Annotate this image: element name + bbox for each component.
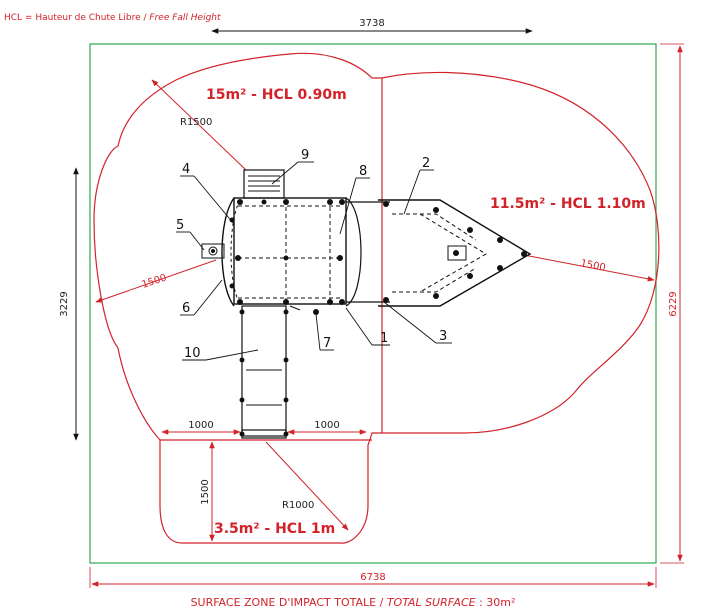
equipment-bolts (211, 199, 527, 437)
callout-7: 7 (323, 336, 331, 351)
svg-text:3738: 3738 (359, 18, 384, 29)
callout-6: 6 (182, 301, 190, 316)
left-height-dimension: 3229 (59, 167, 79, 441)
callout-10: 10 (184, 346, 201, 361)
zone-label-upper-left: 15m² - HCL 0.90m (206, 87, 347, 103)
total-surface-footer: SURFACE ZONE D'IMPACT TOTALE / TOTAL SUR… (191, 596, 516, 609)
callout-3: 3 (439, 329, 447, 344)
svg-text:1000: 1000 (314, 420, 339, 431)
callout-2: 2 (422, 156, 430, 171)
slide-dimensions: 1000 1000 1500 R1000 (161, 420, 367, 542)
bottom-width-dimension: 6738 (89, 567, 657, 588)
svg-text:R1500: R1500 (180, 117, 212, 128)
top-width-dimension: 3738 (211, 18, 533, 34)
svg-text:1500: 1500 (141, 273, 169, 291)
right-height-dimension: 6229 (660, 43, 684, 564)
play-equipment (201, 169, 532, 439)
zone-label-lower: 3.5m² - HCL 1m (214, 521, 335, 537)
radius-dimension-left: 1500 (95, 259, 217, 303)
bounding-box (89, 43, 657, 564)
svg-text:R1000: R1000 (282, 500, 314, 511)
callout-4: 4 (182, 162, 190, 177)
legend-text: HCL = Hauteur de Chute Libre / Free Fall… (4, 13, 221, 23)
svg-text:1500: 1500 (200, 479, 211, 504)
radius-dimension-right: 1500 (523, 254, 655, 282)
callout-9: 9 (301, 148, 309, 163)
svg-text:1500: 1500 (579, 258, 606, 274)
svg-text:6229: 6229 (668, 291, 679, 316)
zone-label-right: 11.5m² - HCL 1.10m (490, 196, 646, 212)
callout-1: 1 (380, 331, 388, 346)
svg-text:3229: 3229 (59, 291, 70, 316)
callout-8: 8 (359, 164, 367, 179)
callout-numbers: 1 2 3 4 5 6 7 8 9 10 (176, 148, 447, 361)
radius-dimension-top: R1500 (151, 79, 247, 171)
callouts (176, 161, 452, 361)
impact-zone-outline (93, 52, 660, 544)
svg-text:1000: 1000 (188, 420, 213, 431)
svg-text:6738: 6738 (360, 572, 385, 583)
callout-5: 5 (176, 218, 184, 233)
